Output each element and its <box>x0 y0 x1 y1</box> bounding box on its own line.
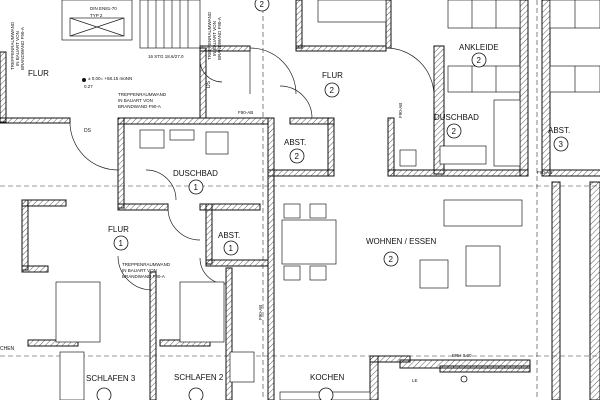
room-name-duschbad-2: DUSCHBAD <box>434 113 479 122</box>
f90ab-label-2: F90-AB <box>258 305 263 320</box>
room-number-flur-1: 1 <box>119 239 124 248</box>
chen-label: CHEN <box>0 346 15 352</box>
doors <box>69 47 435 291</box>
level-marker-icon <box>82 78 86 82</box>
room-name-flur-2: FLUR <box>322 71 343 80</box>
f90ab-label-4: F90-AB <box>398 103 403 118</box>
room-name-abst-3: ABST. <box>548 126 570 135</box>
stg-label: 16 STG 18.6/27.0 <box>148 54 184 59</box>
stair-note-mid-3: BRANDWAND F90-A <box>118 104 161 109</box>
stair-note-low-3: BRANDWAND F90-A <box>122 274 165 279</box>
stair-note-mid-2: IN BAUART VON <box>118 98 153 103</box>
annotations: DIN EN81-70 TYP 2 16 STG 18.6/27.0 ± 0.0… <box>0 6 552 383</box>
room-number-ankleide: 2 <box>477 56 482 65</box>
room-name-flur-left: FLUR <box>28 69 49 78</box>
furniture <box>55 0 600 400</box>
stair-note-left-3: BRANDWAND F90-A <box>20 27 25 70</box>
stair-note-mid-1: TREPPENRAUMWAND <box>118 92 167 97</box>
stair-note-left-1: TREPPENRAUMWAND <box>10 21 15 70</box>
room-name-flur-1: FLUR <box>108 225 129 234</box>
room-name-abst-1: ABST. <box>218 231 240 240</box>
vent-icon <box>460 375 468 383</box>
room-name-kochen: KOCHEN <box>310 373 344 382</box>
room-name-wohnen-essen: WOHNEN / ESSEN <box>366 237 436 246</box>
f90ab-label-3: F90-AB <box>537 170 552 175</box>
brh-label: BRH 0.00 <box>452 353 472 358</box>
room-number-duschbad-1: 1 <box>194 183 199 192</box>
ds-label-2: DS <box>206 80 212 88</box>
f90ab-label-1: F90-AB <box>238 110 253 115</box>
room-number-abst-1: 1 <box>229 244 234 253</box>
room-name-schlafen-3: SCHLAFEN 3 <box>86 374 136 383</box>
stair-note-right-3: BRANDWAND F90-A <box>217 17 222 60</box>
room-number-flur-2: 2 <box>330 86 335 95</box>
ds-label-1: DS <box>84 128 92 134</box>
room-number-abst-2: 2 <box>295 152 300 161</box>
room-number-wohnen-essen: 2 <box>389 255 394 264</box>
din-label: DIN EN81-70 <box>90 6 117 11</box>
stair-note-low-2: IN BAUART VON <box>122 268 157 273</box>
staircase <box>139 0 201 49</box>
elevator-shaft <box>61 0 133 41</box>
stair-note-right-2: IN BAUART VON <box>212 21 217 56</box>
room-number-duschbad-2: 2 <box>452 127 457 136</box>
room-name-duschbad-1: DUSCHBAD <box>173 169 218 178</box>
level-label: ± 0.00= +58.15 müNN <box>88 76 132 81</box>
stair-note-left-2: IN BAUART VON <box>15 31 20 66</box>
room-name-schlafen-2: SCHLAFEN 2 <box>174 373 224 382</box>
room-number-top: 2 <box>260 0 265 9</box>
room-name-ankleide: ANKLEIDE <box>459 43 499 52</box>
room-name-abst-2: ABST. <box>284 138 306 147</box>
room-labels: FLUR FLUR 2 ANKLEIDE 2 DUSCHBAD 2 ABST. … <box>28 0 570 400</box>
room-number-abst-3: 3 <box>559 140 564 149</box>
typ-label: TYP 2 <box>90 13 103 18</box>
stair-note-low-1: TREPPENRAUMWAND <box>122 262 171 267</box>
stair-note-right-1: TREPPENRAUMWAND <box>207 11 212 60</box>
le-label: LE <box>412 378 418 383</box>
level-sub: 0.27 <box>84 84 93 89</box>
